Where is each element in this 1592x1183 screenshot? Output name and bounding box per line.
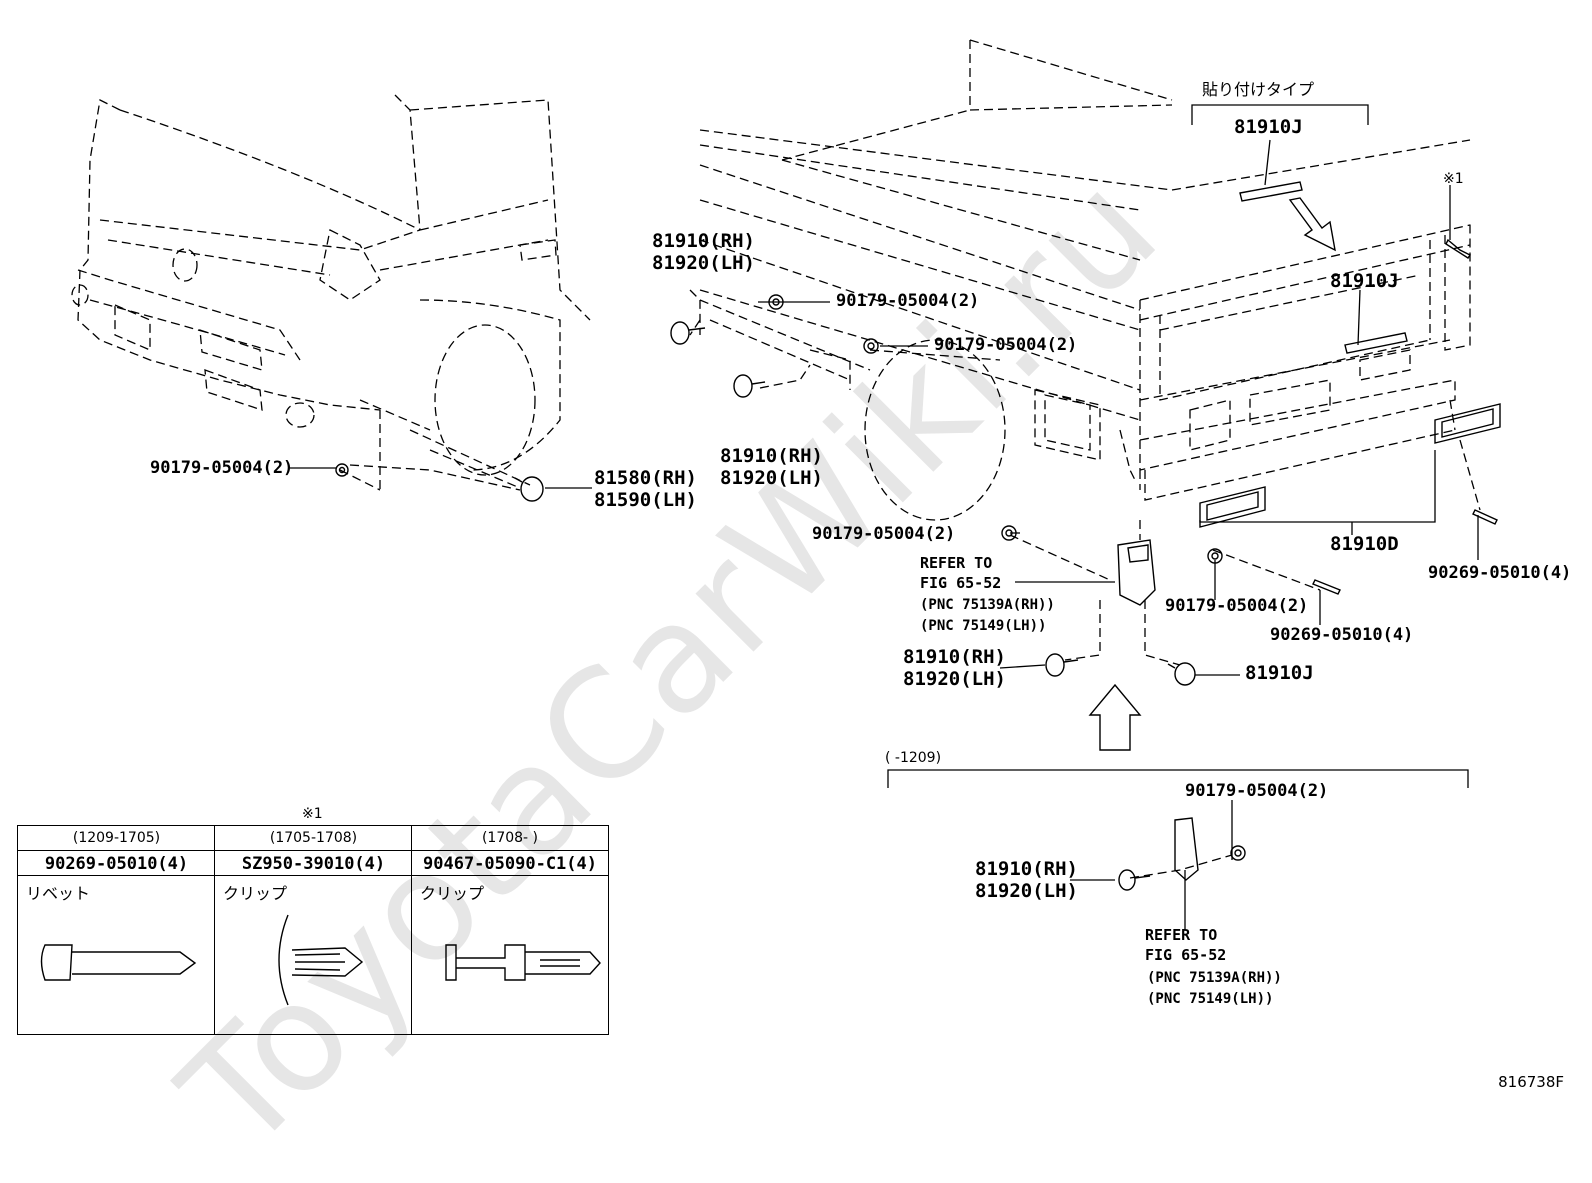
table-range-1: (1209-1705) [72, 830, 161, 846]
label-81920lh-d: 81920(LH) [975, 880, 1078, 902]
label-81910rh-a: 81910(RH) [652, 230, 755, 252]
refer-to-b: REFER TO [1145, 926, 1218, 944]
table-range-3: (1708- ) [481, 830, 539, 846]
label-90269-b: 90269-05010(4) [1270, 625, 1414, 645]
refer-to-a: REFER TO [920, 554, 993, 572]
fastener-table: (1209-1705) (1705-1708) (1708- ) 90269-0… [17, 825, 609, 1035]
fig-b: FIG 65-52 [1145, 946, 1227, 964]
pnc-lh-b: (PNC 75149(LH)) [1147, 991, 1274, 1007]
table-type-2: クリップ [223, 884, 288, 903]
table-col-2 [215, 826, 412, 1034]
label-90179-c: 90179-05004(2) [812, 524, 956, 544]
label-90179-d: 90179-05004(2) [1165, 596, 1309, 616]
label-81910rh-c: 81910(RH) [903, 646, 1006, 668]
table-pictograms [40, 914, 601, 1006]
pnc-rh-a: (PNC 75139A(RH)) [920, 597, 1055, 613]
line-art [40, 39, 1501, 1006]
label-81580: 81580(RH) [594, 467, 697, 489]
label-81910rh-b: 81910(RH) [720, 445, 823, 467]
table-part-3: 90467-05090-C1(4) [423, 854, 597, 874]
label-81920lh-b: 81920(LH) [720, 467, 823, 489]
rear-bed-outline [689, 39, 1471, 521]
label-81920lh-a: 81920(LH) [652, 252, 755, 274]
note-mark-table: ※1 [302, 806, 323, 822]
table-type-1: リベット [26, 884, 91, 903]
label-81910j-bottom: 81910J [1245, 662, 1314, 684]
label-81910d: 81910D [1330, 533, 1399, 555]
parts-diagram: ToyotaCarWiki.ru [17, 39, 1572, 1183]
figure-code: 816738F [1498, 1073, 1564, 1091]
label-90179-a: 90179-05004(2) [836, 291, 980, 311]
table-part-2: SZ950-39010(4) [241, 854, 386, 874]
label-90269-a: 90269-05010(4) [1428, 563, 1572, 583]
note-mark-top: ※1 [1443, 171, 1464, 187]
pnc-lh-a: (PNC 75149(LH)) [920, 618, 1047, 634]
label-81920lh-c: 81920(LH) [903, 668, 1006, 690]
table-range-2: (1705-1708) [269, 830, 358, 846]
leader-lines [290, 139, 1479, 930]
table-col-1 [18, 826, 215, 1034]
label-90179-front: 90179-05004(2) [150, 458, 294, 478]
parts [335, 181, 1501, 891]
table-part-row [18, 850, 608, 876]
label-81590: 81590(LH) [594, 489, 697, 511]
fig-a: FIG 65-52 [920, 574, 1002, 592]
label-81910j-mid: 81910J [1330, 270, 1399, 292]
header-jp-label: 貼り付けタイプ [1202, 80, 1315, 99]
table-range-row [18, 826, 608, 851]
range-label: ( -1209) [885, 750, 942, 766]
label-81910j-top: 81910J [1234, 116, 1303, 138]
label-81910rh-d: 81910(RH) [975, 858, 1078, 880]
table-part-1: 90269-05010(4) [44, 854, 189, 874]
table-type-3: クリップ [420, 884, 485, 903]
pnc-rh-b: (PNC 75139A(RH)) [1147, 970, 1282, 986]
front-cab-outline [71, 94, 591, 491]
label-90179-e: 90179-05004(2) [1185, 781, 1329, 801]
label-90179-b: 90179-05004(2) [934, 335, 1078, 355]
